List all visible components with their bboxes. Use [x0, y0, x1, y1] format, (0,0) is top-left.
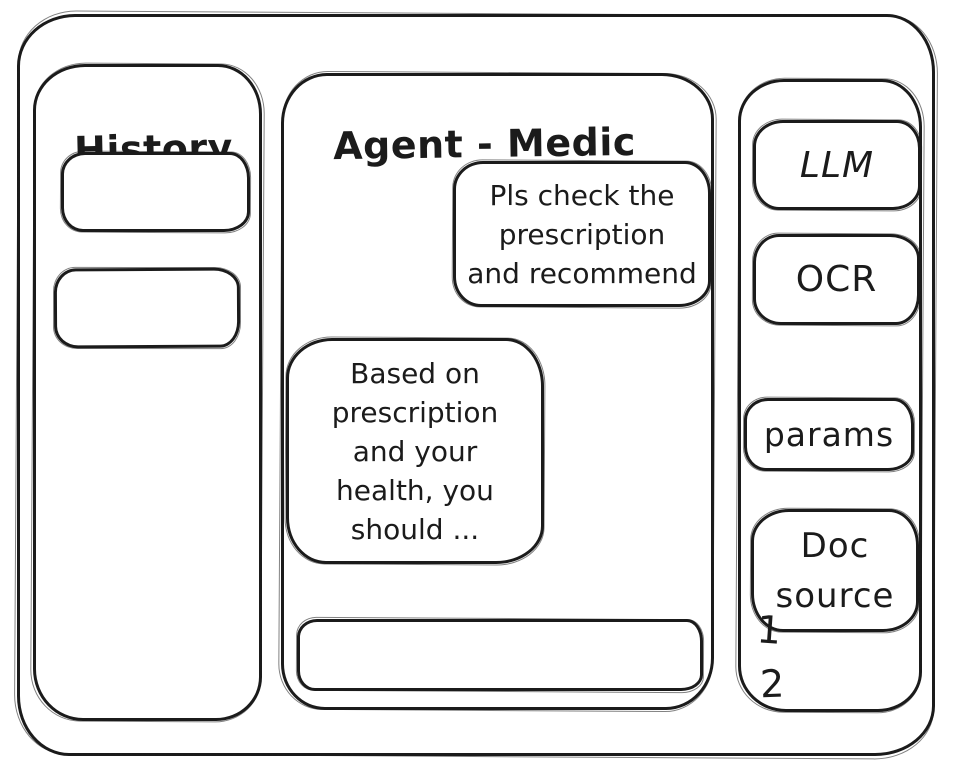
doc-source-button[interactable]: Doc source — [751, 509, 919, 632]
doc-source-item-1[interactable]: 1 — [755, 607, 784, 653]
chat-input-box — [297, 619, 703, 691]
llm-button[interactable]: LLM — [753, 120, 921, 210]
assistant-message-bubble: Based on prescription and your health, y… — [286, 338, 544, 564]
doc-source-item-2[interactable]: 2 — [759, 661, 786, 707]
params-button[interactable]: params — [744, 398, 914, 471]
chat-panel: Agent - Medic Pls check the prescription… — [281, 73, 714, 710]
ocr-button[interactable]: OCR — [753, 234, 920, 325]
chat-input[interactable] — [300, 622, 700, 688]
history-panel: History — [33, 64, 262, 721]
history-item[interactable] — [53, 267, 241, 349]
tools-panel: LLM OCR params Doc source 1 2 — [738, 79, 922, 712]
user-message-bubble: Pls check the prescription and recommend — [453, 161, 711, 307]
history-item[interactable] — [61, 152, 250, 232]
